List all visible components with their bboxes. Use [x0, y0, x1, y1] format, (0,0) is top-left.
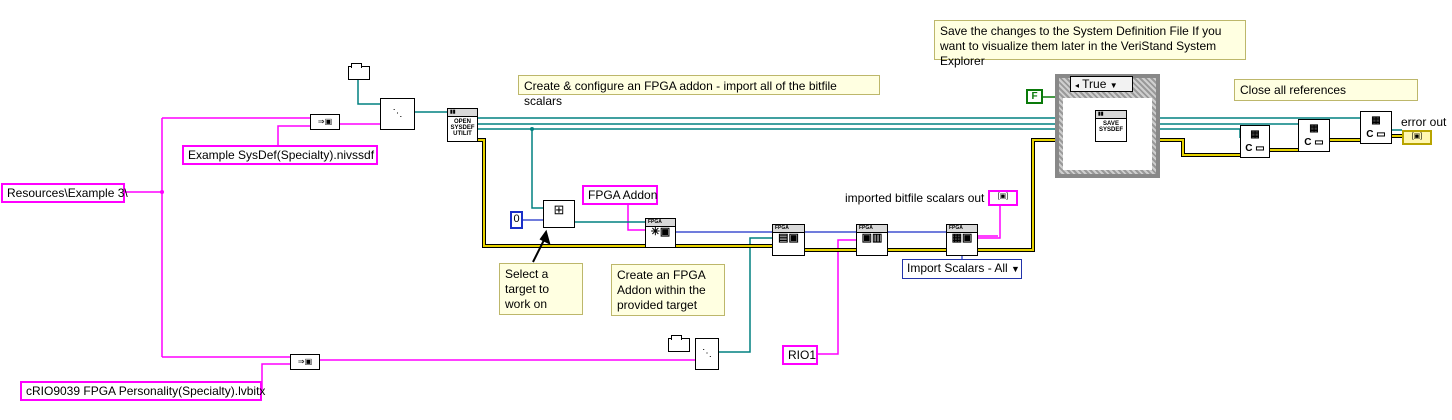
import-scalars-ring[interactable]: Import Scalars - All ▼	[902, 259, 1022, 279]
select-target-node[interactable]: ⊞	[543, 200, 575, 228]
folder-icon[interactable]	[348, 63, 370, 80]
save-sysdef-vi[interactable]: ▮▮ SAVE SYSDEF	[1095, 110, 1127, 142]
import-icon: ▦▣	[951, 232, 973, 244]
create-addon-comment: Create an FPGA Addon within the provided…	[611, 264, 725, 316]
close-icon: ▦C ▭	[1366, 115, 1386, 140]
path-wire-rio1	[818, 239, 856, 355]
refnum-wire-folder-bottom	[719, 237, 772, 353]
close-icon: ▦C ▭	[1304, 123, 1324, 148]
close-icon: ▦C ▭	[1245, 129, 1265, 154]
path-wire-bitfile-up	[261, 363, 290, 390]
refnum-wire-out-3	[1155, 128, 1241, 138]
refnum-wire-target	[531, 129, 543, 209]
error-out-label: error out	[1401, 115, 1447, 129]
build-path-node[interactable]: ⇒▣	[290, 354, 320, 370]
bitfile-path-constant[interactable]: cRIO9039 FPGA Personality(Specialty).lvb…	[20, 381, 265, 401]
create-fpga-addon-vi[interactable]: FPGA ✳▣	[645, 218, 676, 248]
folder-icon[interactable]	[668, 335, 690, 352]
vi-header: FPGA	[947, 225, 977, 233]
chip-icon: ▣▥	[861, 232, 883, 244]
refnum-wire-out-2	[1155, 123, 1301, 132]
scalars-out-indicator[interactable]: [▣]	[988, 190, 1018, 206]
close-reference-vi[interactable]: ▦C ▭	[1298, 119, 1330, 152]
refnum-wire-folder-top	[357, 80, 380, 105]
error-out-indicator[interactable]: [▣]	[1402, 130, 1432, 145]
close-refs-comment: Close all references	[1234, 79, 1418, 101]
create-fpga-comment: Create & configure an FPGA addon - impor…	[518, 75, 880, 108]
open-sysdef-label: OPEN SYSDEF UTILIT	[450, 119, 475, 137]
scalars-out-label: imported bitfile scalars out	[845, 191, 985, 205]
save-sysdef-comment: Save the changes to the System Definitio…	[934, 20, 1246, 68]
vi-header: FPGA	[773, 225, 804, 233]
property-node[interactable]: ⋱	[380, 98, 415, 130]
false-constant[interactable]: F	[1026, 89, 1043, 104]
selector-value: True	[1082, 77, 1107, 91]
fpga-addon-constant[interactable]: FPGA Addon	[582, 185, 658, 205]
save-sysdef-label: SAVE SYSDEF	[1098, 121, 1123, 133]
case-selector[interactable]: ◂ True ▼	[1070, 76, 1133, 92]
rio1-constant[interactable]: RIO1	[782, 345, 818, 365]
close-reference-vi[interactable]: ▦C ▭	[1240, 125, 1270, 158]
path-wire-scalars-out	[978, 204, 1001, 239]
vi-header: FPGA	[646, 219, 675, 227]
select-target-comment: Select a target to work on	[499, 263, 583, 315]
configure-fpga-vi[interactable]: FPGA ▤▣	[772, 224, 805, 256]
property-node[interactable]: ⋱	[695, 338, 719, 370]
resources-path-constant[interactable]: Resources\Example 3\	[1, 183, 128, 203]
vi-header: ▮▮	[1096, 111, 1126, 119]
path-wire-sysdef-up	[277, 125, 310, 150]
close-reference-vi[interactable]: ▦C ▭	[1360, 111, 1392, 144]
sysdef-path-constant[interactable]: Example SysDef(Specialty).nivssdf	[182, 145, 378, 165]
selector-dropdown-icon[interactable]: ▼	[1109, 81, 1118, 90]
import-scalars-vi[interactable]: FPGA ▦▣	[946, 224, 978, 256]
open-sysdef-vi[interactable]: ▮▮ OPEN SYSDEF UTILIT	[447, 108, 478, 142]
selector-left-icon[interactable]: ◂	[1075, 81, 1080, 90]
document-icon: ▤▣	[778, 232, 799, 244]
build-path-node[interactable]: ⇒▣	[310, 114, 340, 130]
create-icon: ✳▣	[650, 226, 671, 238]
ring-value: Import Scalars - All	[907, 261, 1008, 275]
error-wire-inner	[478, 139, 1360, 251]
vi-header: FPGA	[857, 225, 887, 233]
path-wire-fpga-addon	[627, 204, 645, 231]
ring-dropdown-icon: ▼	[1011, 264, 1020, 274]
vi-header: ▮▮	[448, 109, 477, 117]
fpga-target-vi[interactable]: FPGA ▣▥	[856, 224, 888, 256]
index-constant[interactable]: 0	[510, 211, 523, 229]
